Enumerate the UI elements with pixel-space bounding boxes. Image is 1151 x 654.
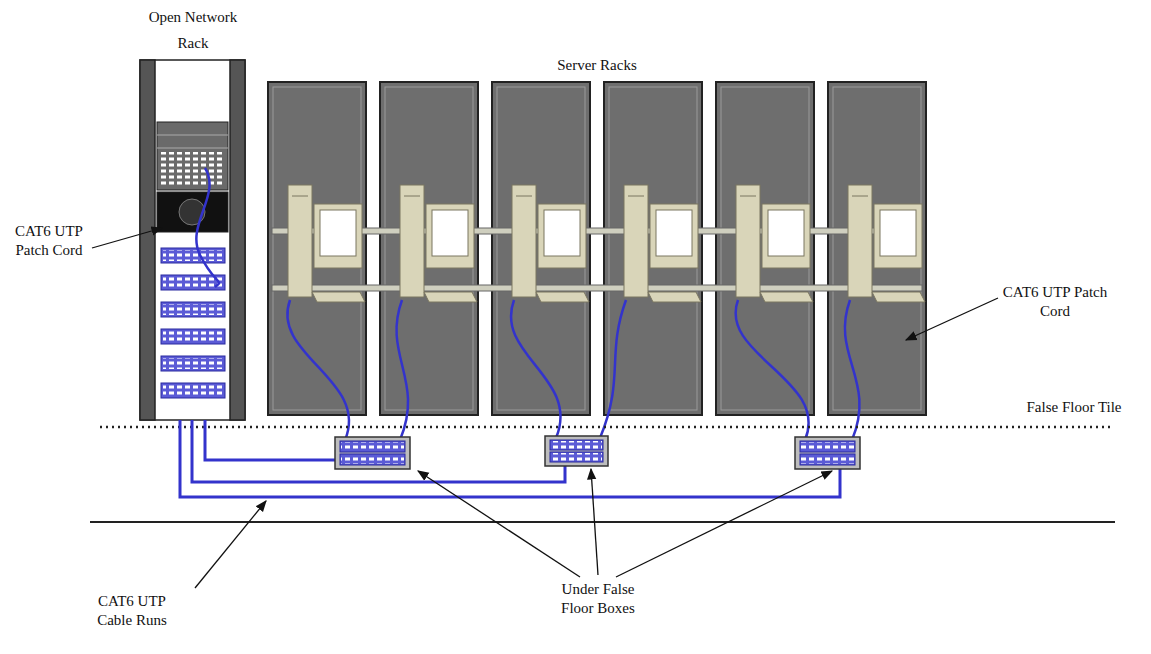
callout-label: Under False Floor Boxes [548,580,648,618]
cable-runs [180,420,840,497]
network-rack-node: Open Network Rack [118,4,268,420]
rack-heading: Open Network Rack [141,4,245,56]
callout-label: CAT6 UTP Patch Cord [1000,283,1110,321]
callout-label: CAT6 UTP Cable Runs [82,592,182,630]
network-rack [140,60,245,420]
callout-label: False Floor Tile [1004,398,1144,417]
rack-heading: Server Racks [447,52,747,78]
floor-line [90,521,1115,523]
server-racks-node: Server Racks [268,52,926,417]
false-floor-line [100,426,1110,429]
leader-lines [92,228,998,588]
callout-label: CAT6 UTP Patch Cord [4,222,94,260]
